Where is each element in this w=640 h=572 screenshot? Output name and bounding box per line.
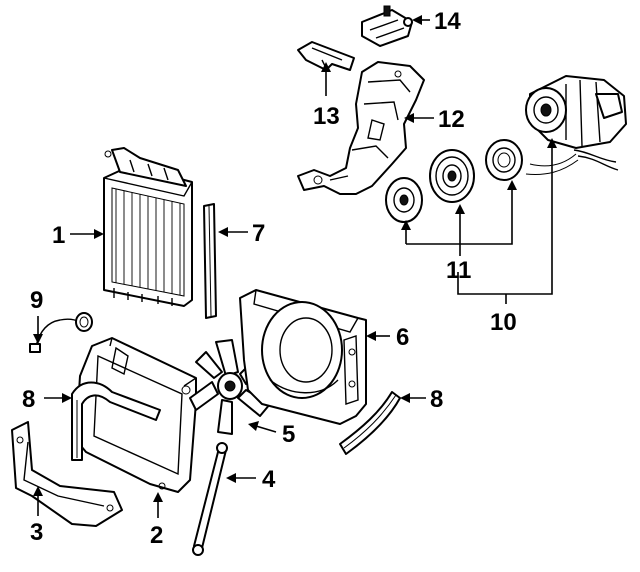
callout-5: 5	[282, 421, 295, 448]
part-11-pulley	[429, 149, 475, 203]
callout-3: 3	[30, 519, 43, 546]
callout-2: 2	[150, 522, 163, 549]
part-9-sensor	[29, 312, 93, 353]
callout-9: 9	[30, 287, 43, 314]
callout-8-left: 8	[22, 386, 35, 413]
part-14-bracket	[361, 5, 413, 47]
part-7-seal-strip	[203, 203, 217, 319]
part-1-condenser	[103, 147, 193, 307]
part-6-shroud	[239, 289, 367, 425]
callout-14: 14	[434, 8, 461, 35]
callout-12: 12	[438, 106, 465, 133]
leader-lines	[33, 15, 557, 518]
callout-labels: 14 13 12 11 10 1 7 9 6 8 8 5 4 3 2	[22, 8, 517, 549]
part-11-clutch-plate	[385, 177, 423, 223]
part-2-frame	[75, 337, 197, 493]
callout-7: 7	[252, 220, 265, 247]
callout-1: 1	[52, 222, 65, 249]
part-12-mount-bracket	[297, 61, 425, 195]
part-10-compressor	[525, 75, 627, 175]
callout-4: 4	[262, 466, 276, 493]
part-4-rod	[192, 442, 228, 556]
part-11-coil	[485, 139, 523, 181]
callout-10: 10	[490, 309, 517, 336]
callout-13: 13	[313, 103, 340, 130]
callout-8-right: 8	[430, 386, 443, 413]
callout-11: 11	[446, 257, 471, 284]
part-5-fan	[189, 339, 271, 435]
callout-6: 6	[396, 324, 409, 351]
part-3-bracket	[11, 421, 123, 527]
part-8-hose-left	[71, 381, 161, 461]
